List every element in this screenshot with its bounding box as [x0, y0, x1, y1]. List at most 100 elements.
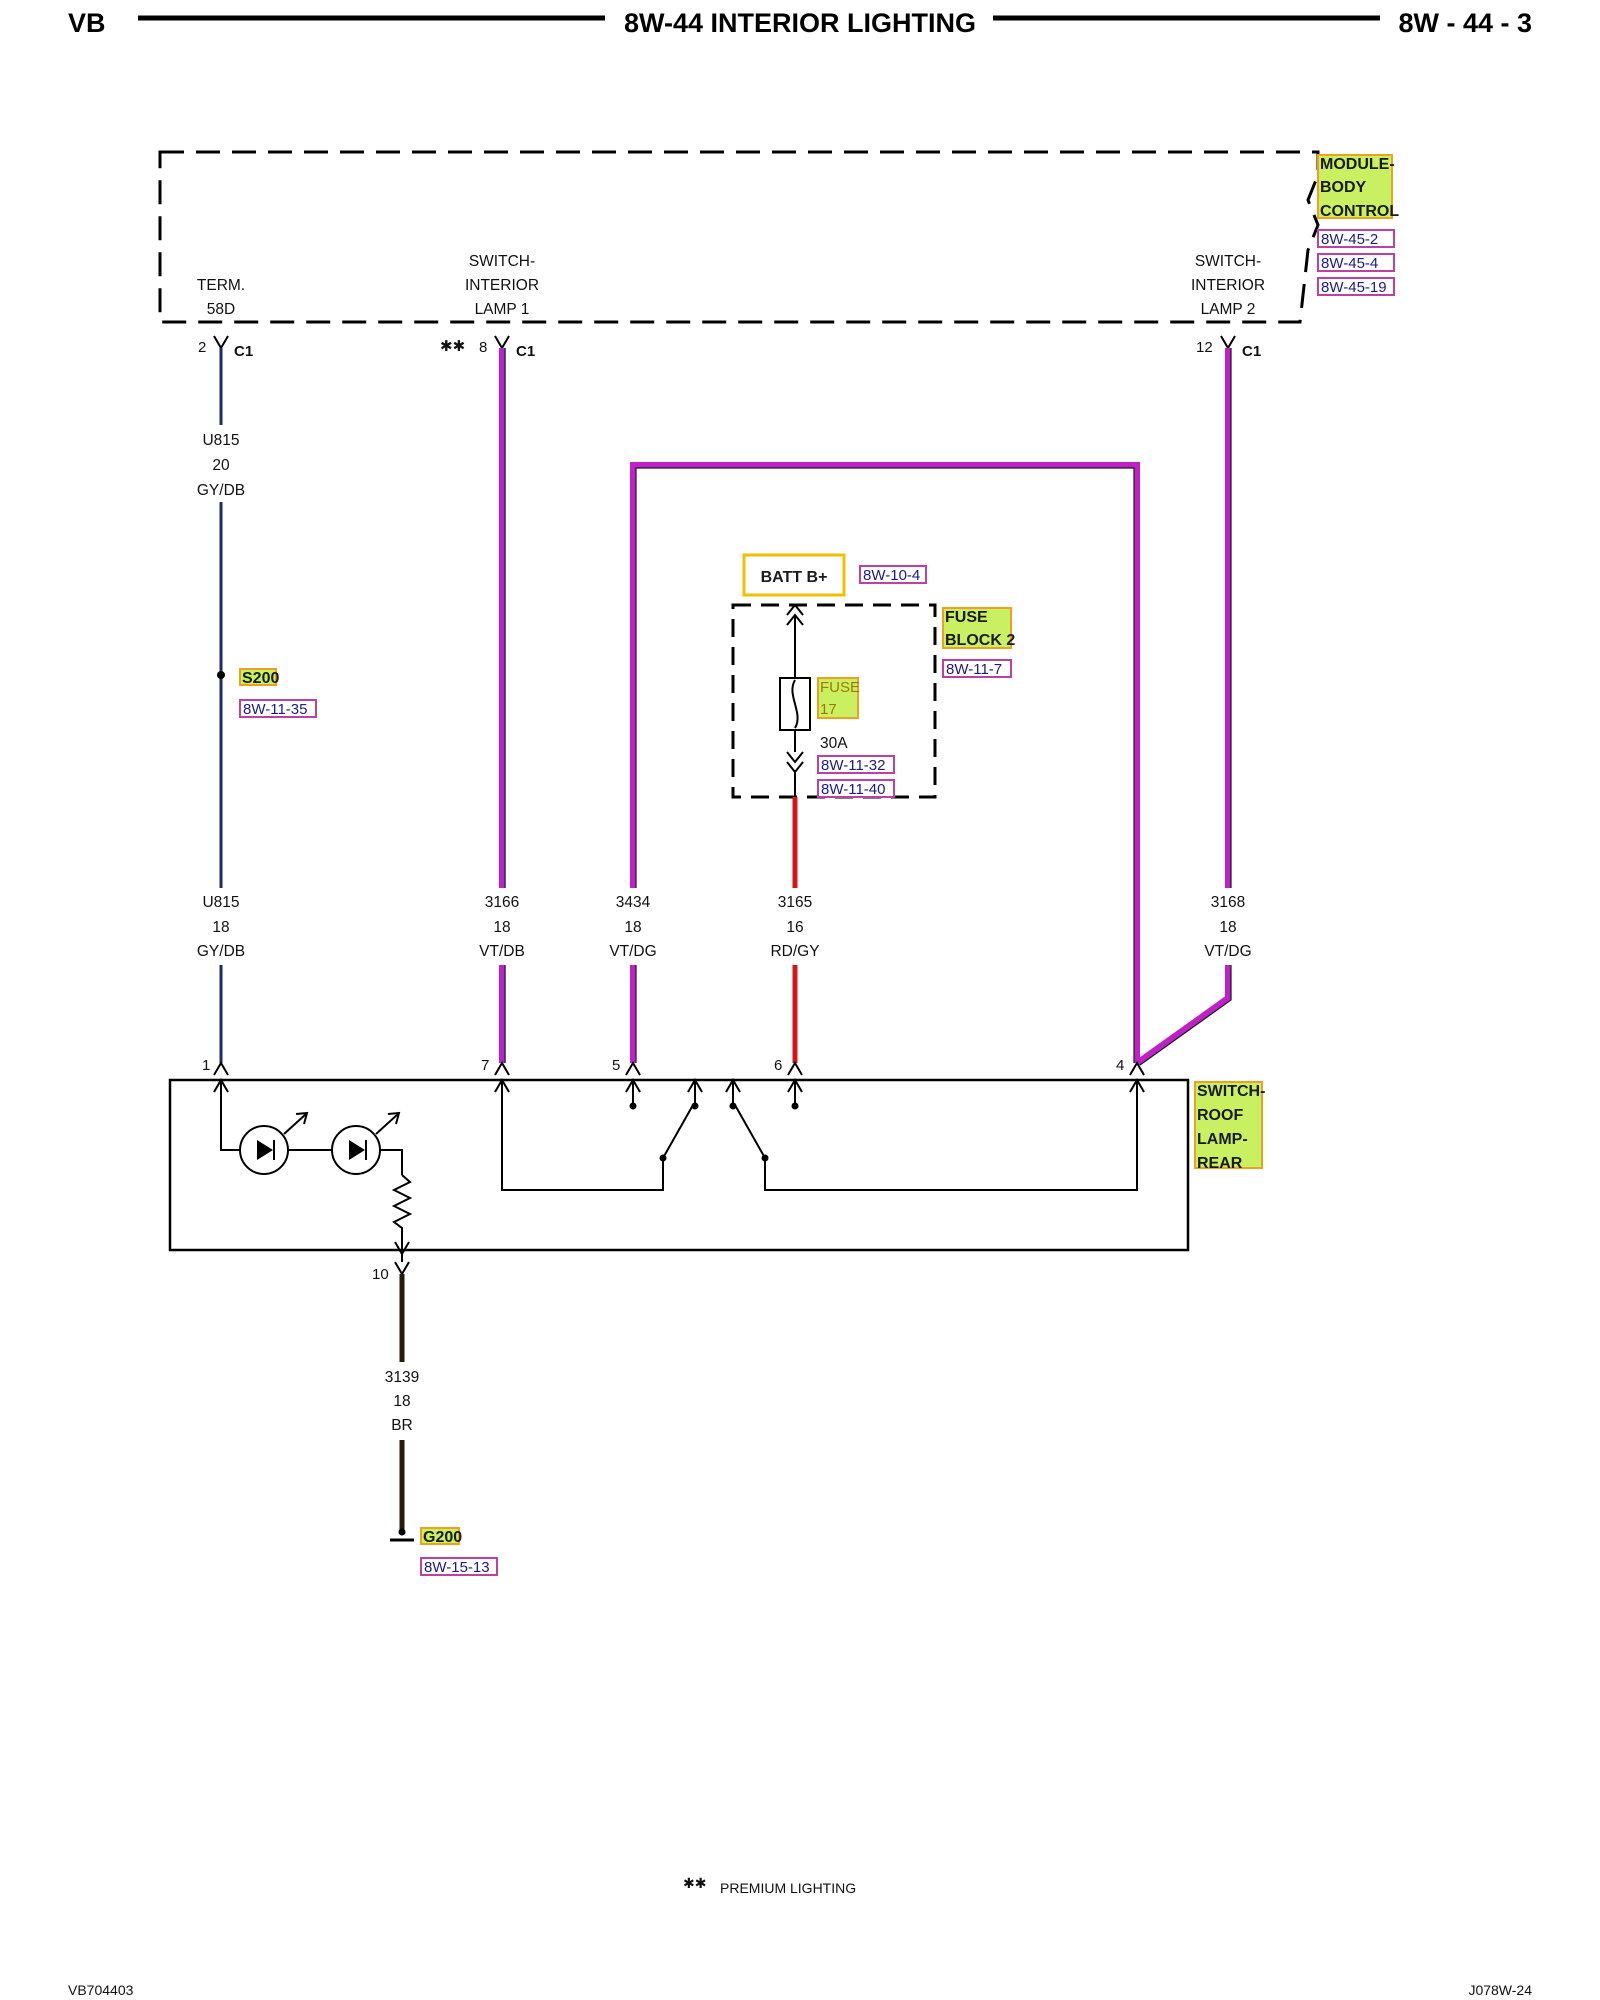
svg-text:C1: C1	[516, 343, 535, 360]
footer-left-code: VB704403	[68, 1982, 134, 1998]
wire-3168-label: 3168 18 VT/DG	[1204, 894, 1251, 960]
svg-text:REAR: REAR	[1197, 1155, 1243, 1172]
svg-text:BODY: BODY	[1320, 179, 1367, 196]
roof-switch-pin-1: 1	[202, 1057, 229, 1076]
wire-3166-label: 3166 18 VT/DB	[479, 894, 525, 960]
wire-3434-label: 3434 18 VT/DG	[609, 894, 656, 960]
header-left: VB	[68, 8, 106, 38]
roof-switch-pin-7: 7	[481, 1057, 510, 1076]
svg-text:8W-11-40: 8W-11-40	[821, 781, 885, 798]
roof-switch-fills	[257, 1102, 799, 1162]
svg-text:18: 18	[493, 919, 510, 936]
svg-text:10: 10	[372, 1266, 389, 1283]
svg-text:8W-10-4: 8W-10-4	[863, 567, 920, 584]
wire-3434	[630, 462, 1140, 1063]
led-indicators	[273, 1111, 401, 1160]
svg-text:BLOCK 2: BLOCK 2	[945, 632, 1015, 649]
svg-text:SWITCH-: SWITCH-	[469, 253, 535, 270]
svg-text:8W-45-4: 8W-45-4	[1321, 255, 1378, 272]
svg-text:16: 16	[786, 919, 803, 936]
svg-text:VT/DB: VT/DB	[479, 943, 525, 960]
svg-text:GY/DB: GY/DB	[197, 482, 245, 499]
wire-u815-top-label: U815 20 GY/DB	[197, 432, 245, 499]
svg-text:ROOF: ROOF	[1197, 1107, 1243, 1124]
svg-text:12: 12	[1196, 339, 1213, 356]
svg-text:8W-11-32: 8W-11-32	[821, 757, 885, 774]
battery-b-plus: BATT B+ 8W-10-4	[742, 553, 927, 597]
svg-text:8W-11-7: 8W-11-7	[946, 661, 1002, 678]
svg-text:✱✱: ✱✱	[440, 338, 465, 355]
wire-3139-label: 3139 18 BR	[385, 1369, 419, 1434]
fuse-17: FUSE 17 30A	[779, 603, 860, 800]
svg-text:3168: 3168	[1211, 894, 1245, 911]
roof-switch-pin-5: 5	[612, 1057, 641, 1076]
premium-lighting-note: ✱✱ PREMIUM LIGHTING	[683, 1875, 856, 1896]
svg-text:✱✱: ✱✱	[683, 1875, 706, 1891]
svg-text:C1: C1	[234, 343, 253, 360]
switch-interior-lamp-1-label: SWITCH- INTERIOR LAMP 1	[465, 253, 539, 318]
svg-text:LAMP 2: LAMP 2	[1201, 301, 1256, 318]
module-name-label: MODULE- BODY CONTROL	[1317, 154, 1399, 220]
svg-text:PREMIUM LIGHTING: PREMIUM LIGHTING	[720, 1880, 856, 1896]
svg-text:SWITCH-: SWITCH-	[1197, 1083, 1265, 1100]
svg-text:INTERIOR: INTERIOR	[465, 277, 539, 294]
svg-text:U815: U815	[202, 432, 239, 449]
wire-3166	[499, 348, 506, 1063]
module-refs: 8W-45-2 8W-45-4 8W-45-19	[1317, 229, 1395, 296]
switch-roof-lamp-rear-label: SWITCH- ROOF LAMP- REAR	[1194, 1081, 1265, 1172]
svg-text:U815: U815	[202, 894, 239, 911]
svg-text:58D: 58D	[207, 301, 235, 318]
svg-text:S200: S200	[242, 670, 279, 687]
switch-interior-lamp-2-label: SWITCH- INTERIOR LAMP 2	[1191, 253, 1265, 318]
svg-text:18: 18	[212, 919, 229, 936]
roof-switch-internal	[213, 1078, 1145, 1262]
module-pin-8: ✱✱ 8 C1	[440, 335, 535, 360]
wire-3165-label: 3165 16 RD/GY	[770, 894, 819, 960]
svg-text:G200: G200	[423, 1529, 462, 1546]
wire-3168	[1135, 348, 1232, 1066]
module-body-control-outline	[158, 150, 1320, 324]
svg-text:18: 18	[1219, 919, 1236, 936]
fuse-block-2-label: FUSE BLOCK 2 8W-11-7	[942, 607, 1015, 678]
svg-text:6: 6	[774, 1057, 782, 1074]
svg-text:8W-45-19: 8W-45-19	[1321, 279, 1387, 296]
wire-u815-bottom-label: U815 18 GY/DB	[197, 894, 245, 960]
svg-text:18: 18	[393, 1393, 410, 1410]
svg-text:LAMP-: LAMP-	[1197, 1131, 1248, 1148]
svg-text:3166: 3166	[485, 894, 519, 911]
svg-text:SWITCH-: SWITCH-	[1195, 253, 1261, 270]
svg-text:4: 4	[1116, 1057, 1124, 1074]
svg-text:LAMP 1: LAMP 1	[475, 301, 530, 318]
svg-text:TERM.: TERM.	[197, 277, 245, 294]
term-58d-label: TERM. 58D	[197, 277, 245, 318]
svg-text:FUSE: FUSE	[945, 609, 988, 626]
svg-text:7: 7	[481, 1057, 489, 1074]
svg-text:30A: 30A	[820, 735, 848, 752]
svg-text:INTERIOR: INTERIOR	[1191, 277, 1265, 294]
svg-text:GY/DB: GY/DB	[197, 943, 245, 960]
splice-s200: S200 8W-11-35	[217, 668, 317, 718]
fuse-refs: 8W-11-32 8W-11-40	[817, 755, 895, 798]
svg-text:20: 20	[212, 457, 230, 474]
svg-text:8: 8	[479, 339, 487, 356]
page-number: 8W - 44 - 3	[1398, 8, 1532, 38]
svg-text:CONTROL: CONTROL	[1320, 203, 1399, 220]
switch-roof-lamp-rear-outline	[168, 1078, 1190, 1252]
footer-right-code: J078W-24	[1468, 1982, 1532, 1998]
svg-text:2: 2	[198, 339, 206, 356]
svg-text:BR: BR	[391, 1417, 413, 1434]
fuse-block-2-outline	[731, 603, 937, 799]
svg-text:VT/DG: VT/DG	[609, 943, 656, 960]
svg-text:3434: 3434	[616, 894, 651, 911]
svg-text:3165: 3165	[778, 894, 812, 911]
svg-text:17: 17	[820, 701, 837, 718]
svg-text:MODULE-: MODULE-	[1320, 156, 1395, 173]
svg-text:8W-11-35: 8W-11-35	[243, 701, 307, 718]
svg-text:C1: C1	[1242, 343, 1261, 360]
module-pin-2: 2 C1	[198, 335, 253, 360]
svg-text:RD/GY: RD/GY	[770, 943, 819, 960]
svg-text:BATT B+: BATT B+	[761, 569, 828, 586]
svg-text:3139: 3139	[385, 1369, 419, 1386]
roof-switch-pin-6: 6	[774, 1057, 803, 1076]
